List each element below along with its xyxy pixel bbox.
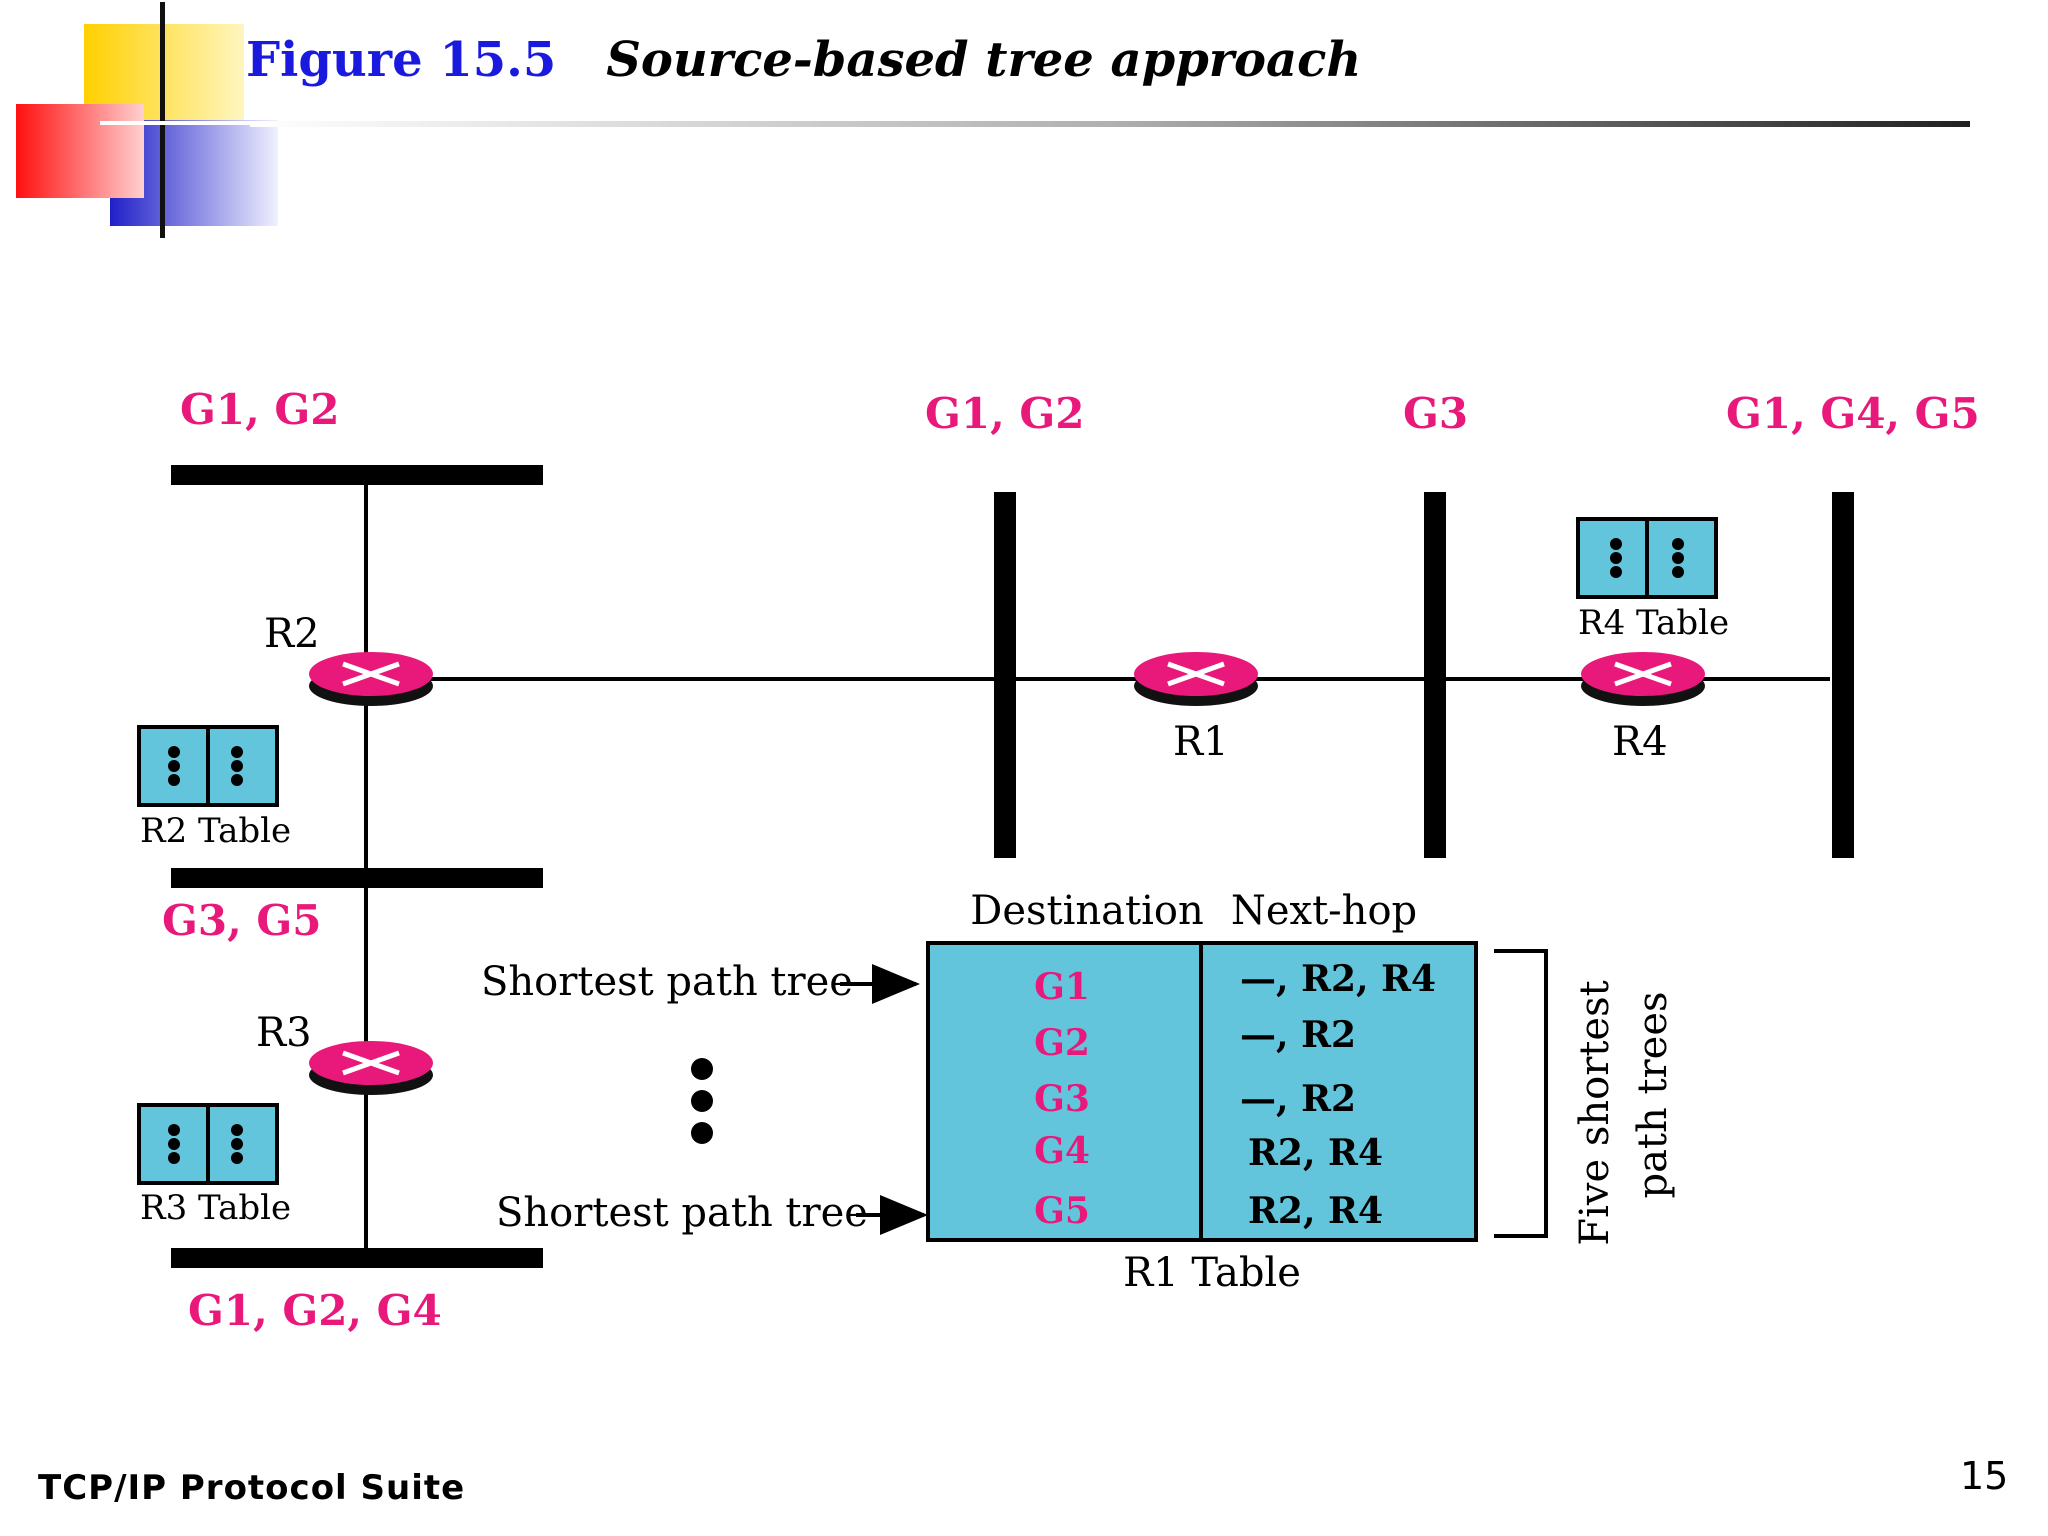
spt-label-top: Shortest path tree <box>481 959 853 1005</box>
network-bar-top-left <box>171 465 543 485</box>
r1-table-label: R1 Table <box>1123 1250 1301 1296</box>
figure-caption: Source-based tree approach <box>606 32 1362 88</box>
r2-table-icon <box>137 725 279 807</box>
r4-table-icon <box>1576 517 1718 599</box>
router-label-r4: R4 <box>1612 719 1668 765</box>
r1-row-next-hop: R2, R4 <box>1248 1132 1383 1174</box>
network-bar-right <box>1832 492 1854 858</box>
brace-label-line2: path trees <box>1630 991 1676 1198</box>
r1-row-dest: G1 <box>1034 966 1090 1008</box>
router-label-r3: R3 <box>256 1010 312 1056</box>
r1-row-dest: G2 <box>1034 1022 1090 1064</box>
network-label-g3: G3 <box>1403 389 1468 438</box>
router-label-r2: R2 <box>264 611 320 657</box>
network-bar-center <box>994 492 1016 858</box>
footer-suite: TCP/IP Protocol Suite <box>38 1468 466 1508</box>
r1-row-next-hop: —, R2, R4 <box>1240 958 1436 1000</box>
network-label-top-left: G1, G2 <box>180 385 339 434</box>
brace <box>1494 949 1548 1238</box>
router-r3 <box>309 1041 433 1095</box>
r1-table <box>926 941 1478 1242</box>
network-label-bottom-left: G1, G2, G4 <box>188 1286 442 1335</box>
r1-row-next-hop: —, R2 <box>1240 1014 1356 1056</box>
r2-table-label: R2 Table <box>140 811 291 851</box>
r4-table-label: R4 Table <box>1578 603 1729 643</box>
network-label-mid-left: G3, G5 <box>162 896 321 945</box>
r1-row-dest: G5 <box>1034 1190 1090 1232</box>
network-bar-g3 <box>1424 492 1446 858</box>
figure-number: Figure 15.5 <box>246 32 557 88</box>
r1-row-next-hop: R2, R4 <box>1248 1190 1383 1232</box>
spt-label-bottom: Shortest path tree <box>496 1190 868 1236</box>
page-number: 15 <box>1960 1454 2009 1498</box>
r3-table-icon <box>137 1103 279 1185</box>
r1-row-dest: G4 <box>1034 1130 1090 1172</box>
router-r1 <box>1134 652 1258 706</box>
router-label-r1: R1 <box>1173 719 1229 765</box>
r1-row-dest: G3 <box>1034 1078 1090 1120</box>
network-bar-bottom-left <box>171 1248 543 1268</box>
brace-label-line1: Five shortest <box>1572 980 1618 1245</box>
slide-title: Figure 15.5 Source-based tree approach <box>246 32 1361 88</box>
network-bar-mid-left <box>171 868 543 888</box>
r1-header-destination: Destination <box>970 888 1203 934</box>
ellipsis-dots <box>691 1058 713 1144</box>
title-rule <box>250 121 1970 127</box>
router-r4 <box>1581 652 1705 706</box>
slide-logo <box>16 2 280 238</box>
r3-table-label: R3 Table <box>140 1188 291 1228</box>
network-label-right: G1, G4, G5 <box>1726 389 1980 438</box>
network-label-center: G1, G2 <box>925 389 1084 438</box>
r1-header-next-hop: Next-hop <box>1231 888 1417 934</box>
router-r2 <box>309 652 433 706</box>
r1-row-next-hop: —, R2 <box>1240 1078 1356 1120</box>
